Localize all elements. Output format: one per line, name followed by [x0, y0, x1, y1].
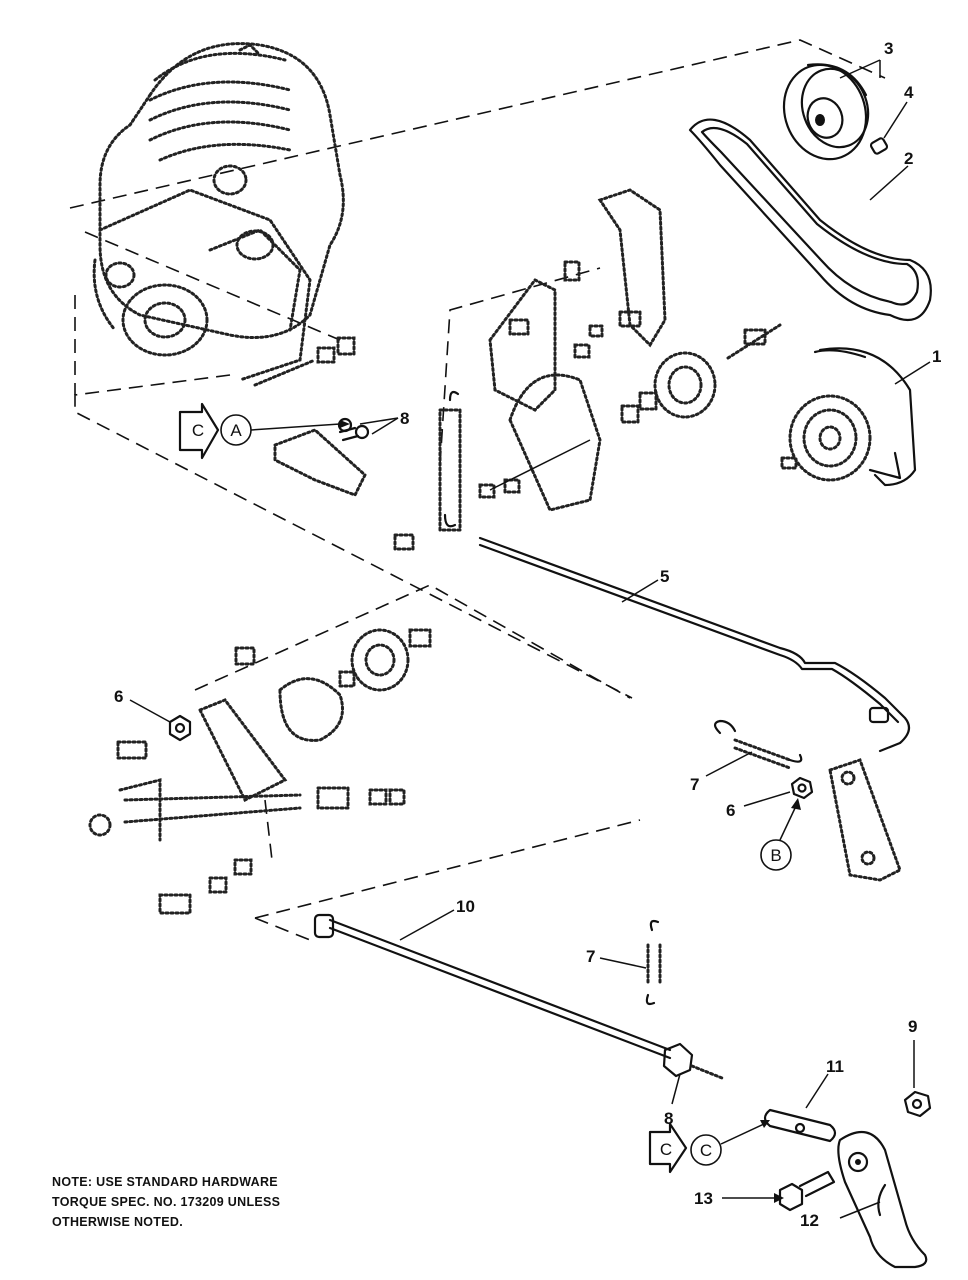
- callout-8-lower: 8: [664, 1073, 681, 1128]
- svg-text:13: 13: [694, 1189, 713, 1208]
- callout-1: 1: [894, 347, 941, 385]
- svg-text:10: 10: [456, 897, 475, 916]
- note-line-3: OTHERWISE NOTED.: [52, 1215, 183, 1229]
- svg-text:B: B: [770, 846, 781, 865]
- svg-text:9: 9: [908, 1017, 917, 1036]
- hex-bolt: [778, 1170, 836, 1212]
- callout-4: 4: [883, 83, 914, 139]
- callout-13: 13: [694, 1189, 784, 1208]
- svg-text:2: 2: [904, 149, 913, 168]
- callout-10: 10: [399, 897, 475, 941]
- callout-5: 5: [621, 567, 669, 603]
- hardware-note: NOTE: USE STANDARD HARDWARE TORQUE SPEC.…: [52, 1175, 280, 1229]
- callout-9: 9: [908, 1017, 917, 1088]
- nut-right: [790, 776, 814, 800]
- callout-6-right: 6: [726, 791, 791, 820]
- view-b-callout: B: [760, 798, 801, 871]
- callout-6-left: 6: [114, 687, 171, 723]
- tension-spring: [438, 390, 462, 532]
- lock-nut: [903, 1090, 932, 1118]
- svg-text:8: 8: [664, 1109, 673, 1128]
- svg-text:6: 6: [114, 687, 123, 706]
- svg-text:C: C: [192, 421, 204, 440]
- svg-text:C: C: [700, 1141, 712, 1160]
- control-rod-upper: [478, 536, 911, 753]
- view-c-arrow-bottom: C: [648, 1122, 688, 1174]
- assembly-boundary-lines: [69, 39, 886, 941]
- view-a-callout: A: [220, 414, 350, 446]
- svg-text:A: A: [230, 421, 242, 440]
- callout-12: 12: [800, 1201, 881, 1230]
- return-spring-lower: [645, 919, 662, 1006]
- svg-text:5: 5: [660, 567, 669, 586]
- svg-text:11: 11: [826, 1057, 844, 1076]
- svg-text:C: C: [660, 1140, 672, 1159]
- belt-guard: [780, 347, 917, 487]
- return-spring-right: [713, 719, 803, 770]
- control-handle: [837, 1130, 928, 1269]
- idler-bracket-assembly: [478, 188, 782, 512]
- lever-plate: [828, 758, 902, 882]
- control-rod-lower: [313, 913, 724, 1080]
- callout-8-upper: 8: [359, 409, 409, 435]
- set-screw: [869, 137, 889, 155]
- callout-2: 2: [869, 149, 913, 201]
- link-bracket: [273, 417, 370, 497]
- callout-7-right: 7: [690, 751, 753, 794]
- svg-text:8: 8: [400, 409, 409, 428]
- drive-belt: [688, 118, 932, 322]
- svg-text:7: 7: [586, 947, 595, 966]
- svg-text:12: 12: [800, 1211, 819, 1230]
- view-c-callout: C: [690, 1120, 770, 1166]
- note-line-2: TORQUE SPEC. NO. 173209 UNLESS: [52, 1195, 280, 1209]
- nut-left: [168, 714, 192, 742]
- svg-text:4: 4: [904, 83, 914, 102]
- mounting-bolts: [253, 336, 415, 551]
- drive-pulley: [782, 63, 870, 161]
- lower-idler-assembly: [88, 628, 432, 915]
- pivot-pin: [763, 1108, 837, 1143]
- svg-text:1: 1: [932, 347, 941, 366]
- svg-text:7: 7: [690, 775, 699, 794]
- svg-text:3: 3: [884, 39, 893, 58]
- svg-text:6: 6: [726, 801, 735, 820]
- callout-7-lower: 7: [586, 947, 647, 969]
- callout-11: 11: [805, 1057, 844, 1109]
- view-c-arrow-top: C: [178, 402, 220, 460]
- callout-3: 3: [839, 39, 893, 79]
- engine-illustration: [92, 42, 345, 382]
- note-line-1: NOTE: USE STANDARD HARDWARE: [52, 1175, 278, 1189]
